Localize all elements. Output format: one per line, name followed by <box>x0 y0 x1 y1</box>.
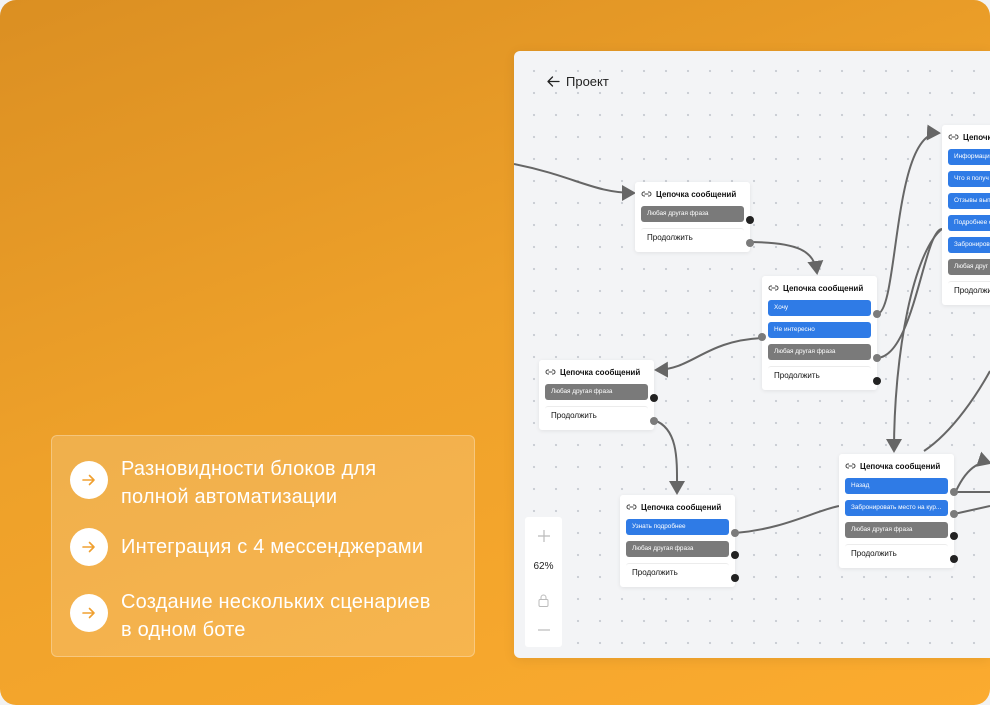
flow-editor-window[interactable]: Проект Цепочка сообщений Л <box>514 51 990 658</box>
arrow-left-icon <box>547 76 560 87</box>
connector-dot[interactable] <box>731 551 739 559</box>
node-button[interactable]: Хочу <box>768 300 871 316</box>
connector-dot[interactable] <box>873 354 881 362</box>
node-button[interactable]: Любая другая фраза <box>768 344 871 360</box>
lock-button[interactable] <box>525 589 562 611</box>
node-button[interactable]: Любая друг <box>948 259 990 275</box>
node-button[interactable]: Любая другая фраза <box>626 541 729 557</box>
node-button[interactable]: Забронирова <box>948 237 990 253</box>
zoom-out-button[interactable] <box>525 619 562 641</box>
continue-row[interactable]: Продолжить <box>626 563 729 581</box>
connector-dot[interactable] <box>731 529 739 537</box>
node-button[interactable]: Любая другая фраза <box>545 384 648 400</box>
node-title: Цепочк <box>963 132 990 142</box>
connector-dot[interactable] <box>950 532 958 540</box>
plus-icon <box>537 530 550 542</box>
node-button[interactable]: Что я получ <box>948 171 990 187</box>
feature-text: Создание нескольких сценариев в одном бо… <box>121 591 431 641</box>
continue-row[interactable]: Продолжи <box>948 281 990 299</box>
zoom-controls: 62% <box>525 517 562 647</box>
message-chain-node[interactable]: Цепочка сообщений Любая другая фраза Про… <box>635 182 754 252</box>
arrow-right-icon <box>70 461 108 499</box>
link-icon <box>641 191 652 197</box>
node-button[interactable]: Не интересно <box>768 322 871 338</box>
connector-dot[interactable] <box>873 310 881 318</box>
continue-row[interactable]: Продолжить <box>641 228 744 246</box>
zoom-level: 62% <box>533 560 554 572</box>
node-title: Цепочка сообщений <box>560 367 641 377</box>
continue-row[interactable]: Продолжить <box>768 366 871 384</box>
node-button[interactable]: Забронировать место на кур... <box>845 500 948 516</box>
node-button[interactable]: Назад <box>845 478 948 494</box>
node-button[interactable]: Узнать подробнее <box>626 519 729 535</box>
node-title: Цепочка сообщений <box>656 189 737 199</box>
connector-dot[interactable] <box>650 394 658 402</box>
node-header[interactable]: Цепочка сообщений <box>839 454 954 478</box>
connector-dot[interactable] <box>650 417 658 425</box>
feature-item: Разновидности блоков для полной автомати… <box>70 458 441 511</box>
node-header[interactable]: Цепочка сообщений <box>539 360 654 384</box>
node-header[interactable]: Цепочка сообщений <box>635 182 750 206</box>
connector-dot[interactable] <box>950 488 958 496</box>
continue-row[interactable]: Продолжить <box>845 544 948 562</box>
arrow-right-icon <box>70 528 108 566</box>
feature-text: Интеграция с 4 мессенджерами <box>121 536 424 558</box>
lock-icon <box>538 594 549 607</box>
message-chain-node[interactable]: Цепочка сообщений Назад Забронировать ме… <box>839 454 958 568</box>
node-title: Цепочка сообщений <box>860 461 941 471</box>
zoom-in-button[interactable] <box>525 525 562 547</box>
node-title: Цепочка сообщений <box>783 283 864 293</box>
connector-dot[interactable] <box>950 510 958 518</box>
minus-icon <box>537 629 550 631</box>
connector-dot[interactable] <box>873 377 881 385</box>
node-header[interactable]: Цепочк <box>942 125 990 149</box>
arrow-right-icon <box>70 594 108 632</box>
link-icon <box>626 504 637 510</box>
back-button[interactable]: Проект <box>547 74 609 89</box>
node-title: Цепочка сообщений <box>641 502 722 512</box>
connector-dot[interactable] <box>731 574 739 582</box>
features-panel: Разновидности блоков для полной автомати… <box>51 435 475 657</box>
connector-dot[interactable] <box>746 239 754 247</box>
feature-text: Разновидности блоков для полной автомати… <box>121 458 377 508</box>
message-chain-node[interactable]: Цепочк Информаци Что я получ Отзывы вып … <box>942 125 990 305</box>
node-button[interactable]: Любая другая фраза <box>845 522 948 538</box>
message-chain-node[interactable]: Цепочка сообщений Хочу Не интересно Люба… <box>758 276 881 390</box>
message-chain-node[interactable]: Цепочка сообщений Узнать подробнее Любая… <box>620 495 739 587</box>
back-label: Проект <box>566 74 609 89</box>
connection-lines <box>514 124 990 534</box>
connector-dot[interactable] <box>950 555 958 563</box>
link-icon <box>948 134 959 140</box>
zoom-level-display: 62% <box>525 555 562 577</box>
message-chain-node[interactable]: Цепочка сообщений Любая другая фраза Про… <box>539 360 658 430</box>
node-button[interactable]: Любая другая фраза <box>641 206 744 222</box>
feature-item: Интеграция с 4 мессенджерами <box>70 528 441 566</box>
link-icon <box>845 463 856 469</box>
feature-item: Создание нескольких сценариев в одном бо… <box>70 591 441 644</box>
continue-row[interactable]: Продолжить <box>545 406 648 424</box>
node-button[interactable]: Подробнее о <box>948 215 990 231</box>
link-icon <box>768 285 779 291</box>
node-button[interactable]: Отзывы вып <box>948 193 990 209</box>
connector-dot[interactable] <box>758 333 766 341</box>
node-header[interactable]: Цепочка сообщений <box>620 495 735 519</box>
node-button[interactable]: Информаци <box>948 149 990 165</box>
link-icon <box>545 369 556 375</box>
connector-dot[interactable] <box>746 216 754 224</box>
node-header[interactable]: Цепочка сообщений <box>762 276 877 300</box>
